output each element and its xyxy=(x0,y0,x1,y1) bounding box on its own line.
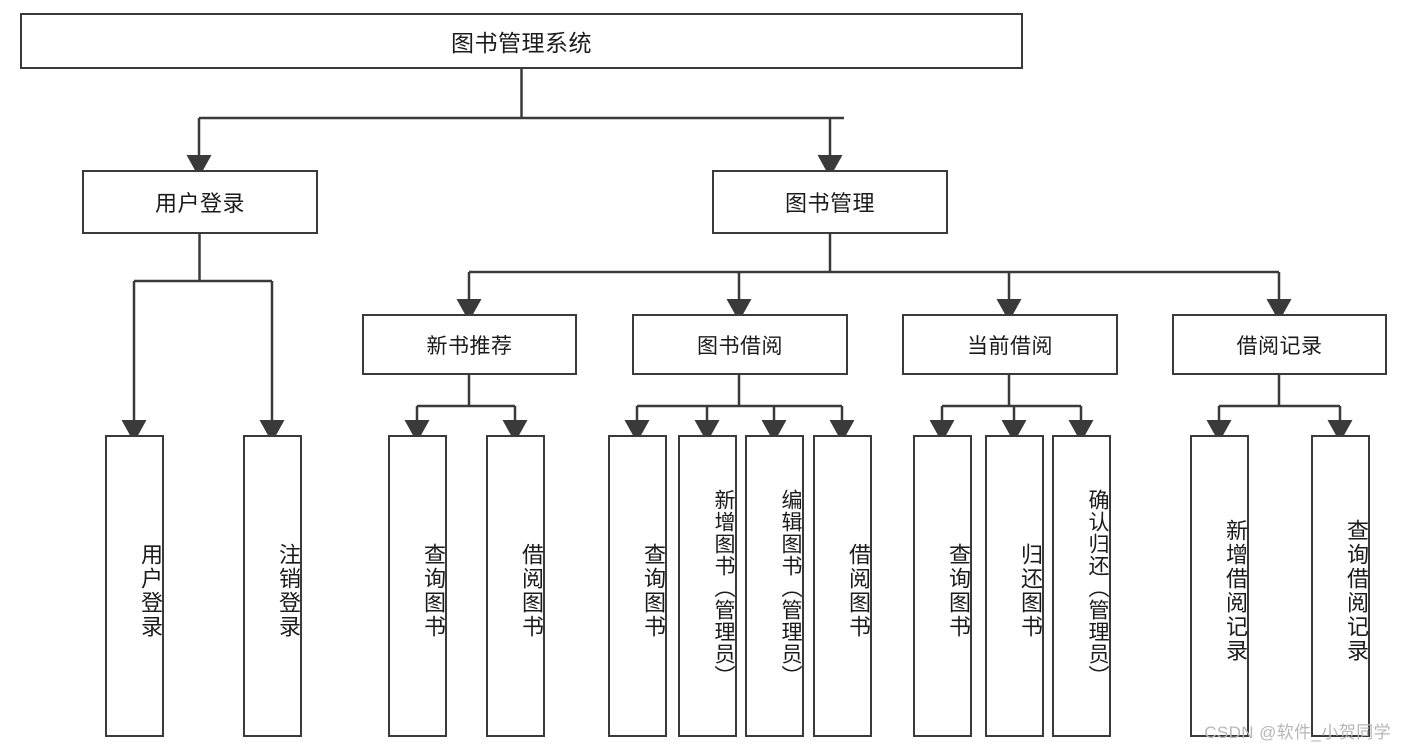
node-book-management[interactable]: 图书管理 xyxy=(712,170,948,234)
leaf-add-book-admin[interactable]: 新增图书（管理员） xyxy=(678,435,737,737)
leaf-logout[interactable]: 注销登录 xyxy=(243,435,302,737)
leaf-borrow-book-recommend[interactable]: 借阅图书 xyxy=(486,435,545,737)
leaf-query-borrow-record[interactable]: 查询借阅记录 xyxy=(1311,435,1370,737)
node-book-borrow[interactable]: 图书借阅 xyxy=(632,314,848,375)
leaf-confirm-return-admin[interactable]: 确认归还（管理员） xyxy=(1052,435,1111,737)
leaf-edit-book-admin[interactable]: 编辑图书（管理员） xyxy=(745,435,804,737)
watermark-text: CSDN @软件_小贺同学 xyxy=(1204,723,1391,742)
node-current-borrow[interactable]: 当前借阅 xyxy=(902,314,1118,375)
leaf-user-login[interactable]: 用户登录 xyxy=(105,435,164,737)
leaf-query-book-recommend[interactable]: 查询图书 xyxy=(388,435,447,737)
leaf-borrow-book[interactable]: 借阅图书 xyxy=(813,435,872,737)
leaf-return-book[interactable]: 归还图书 xyxy=(985,435,1044,737)
node-new-book-recommend[interactable]: 新书推荐 xyxy=(362,314,577,375)
leaf-query-book-borrow[interactable]: 查询图书 xyxy=(608,435,667,737)
node-user-login[interactable]: 用户登录 xyxy=(82,170,318,234)
node-root-system[interactable]: 图书管理系统 xyxy=(20,13,1023,69)
leaf-add-borrow-record[interactable]: 新增借阅记录 xyxy=(1190,435,1249,737)
leaf-query-book-current[interactable]: 查询图书 xyxy=(913,435,972,737)
node-borrow-record[interactable]: 借阅记录 xyxy=(1172,314,1387,375)
